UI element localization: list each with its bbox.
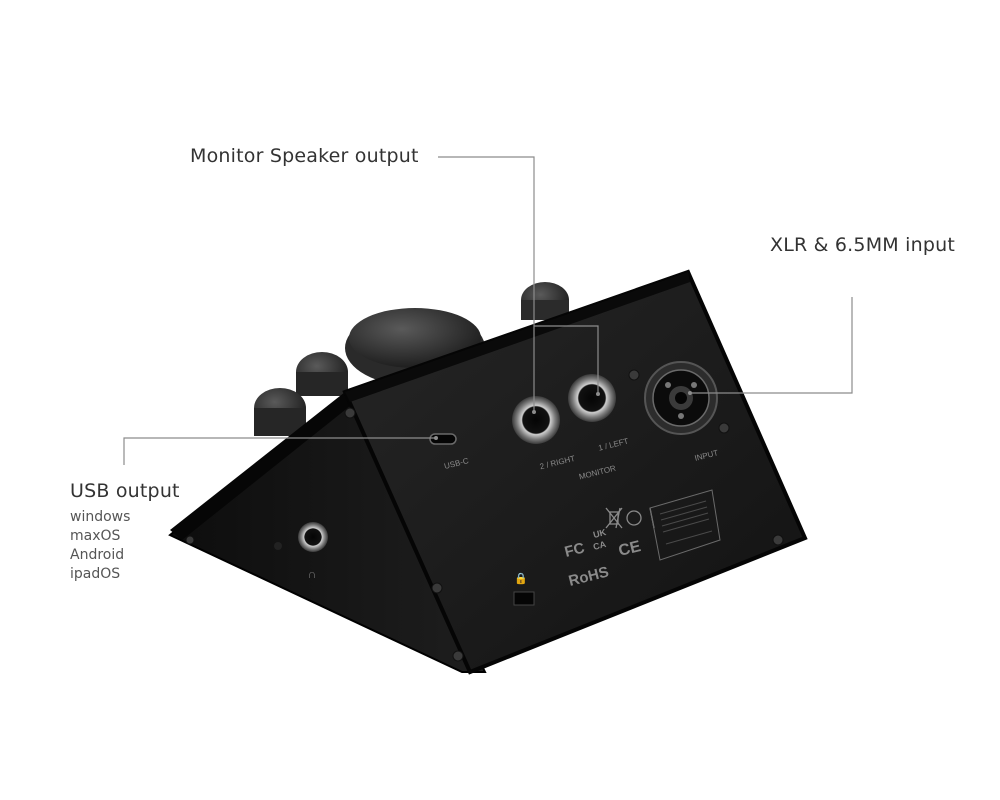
xlr-leader-line	[690, 297, 853, 394]
fc-mark: FC	[563, 540, 587, 561]
usb-output-label: USB output	[70, 480, 180, 502]
headphone-jack	[298, 522, 328, 552]
ce-mark: CE	[617, 538, 643, 560]
regulatory-sticker	[649, 489, 721, 561]
headphone-icon: ∩	[308, 567, 317, 581]
os-item-ipados: ipadOS	[70, 566, 121, 582]
monitor-jack-right	[512, 396, 560, 444]
leader-lines	[123, 156, 853, 465]
wheelie-bin-icon	[605, 507, 623, 529]
os-item-android: Android	[70, 547, 125, 563]
usb-c-port	[429, 433, 457, 445]
kensington-lock-slot	[513, 591, 535, 606]
screws	[185, 369, 784, 662]
os-compatibility-list: windows maxOS Android ipadOS	[70, 508, 130, 584]
monitor-speaker-output-label: Monitor Speaker output	[190, 145, 419, 167]
monitor-jack-left	[568, 374, 616, 422]
xlr-input-label: XLR & 6.5MM input	[770, 234, 956, 256]
usb-leader-line	[123, 437, 436, 465]
top-knobs	[254, 282, 569, 436]
os-item-macos: maxOS	[70, 528, 121, 544]
monitor-leader-line	[438, 156, 535, 412]
ca-mark: CA	[592, 539, 608, 552]
os-item-windows: windows	[70, 509, 131, 525]
monitor-leader-branch	[534, 325, 599, 394]
uk-mark: UK	[592, 527, 608, 540]
lock-icon: 🔒	[514, 572, 528, 585]
